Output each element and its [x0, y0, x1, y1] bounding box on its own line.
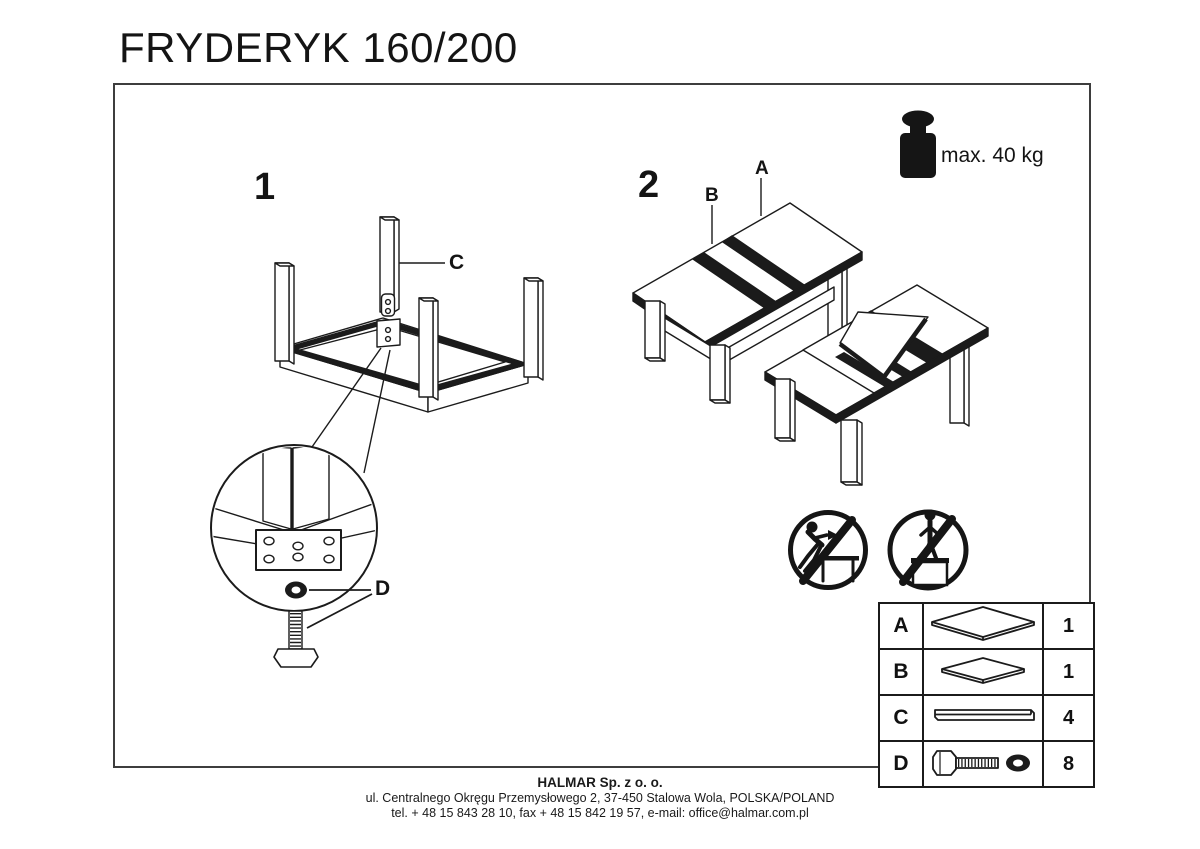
table-row: C 4 [878, 694, 1095, 742]
table-row: B 1 [878, 648, 1095, 696]
part-letter: B [878, 648, 924, 696]
part-qty: 1 [1042, 648, 1095, 696]
table-row: A 1 [878, 602, 1095, 650]
part-a-panel-icon [922, 602, 1044, 650]
step1-number: 1 [254, 166, 276, 208]
footer-company: HALMAR Sp. z o. o. [537, 775, 663, 790]
part-c-leg-icon [922, 694, 1044, 742]
part-letter: D [878, 740, 924, 788]
part-letter: C [878, 694, 924, 742]
label-part-c: C [449, 251, 465, 274]
part-d-bolt-washer-icon [922, 740, 1044, 788]
weight-icon [900, 110, 936, 178]
table-row: D 8 [878, 740, 1095, 788]
part-b-leaf-icon [922, 648, 1044, 696]
parts-list-table: A 1 B [878, 602, 1095, 788]
part-letter: A [878, 602, 924, 650]
max-weight-label: max. 40 kg [941, 144, 1044, 167]
step1-upside-down-table-drawing [274, 216, 544, 474]
page-title: FRYDERYK 160/200 [119, 24, 518, 71]
part-qty: 8 [1042, 740, 1095, 788]
step2-folding-leaf-table-drawing [764, 284, 989, 486]
footer-address: ul. Centralnego Okręgu Przemysłowego 2, … [365, 791, 835, 805]
part-qty: 4 [1042, 694, 1095, 742]
part-qty: 1 [1042, 602, 1095, 650]
label-part-b: B [705, 185, 719, 206]
bolt-drawing [273, 610, 319, 668]
label-part-d: D [375, 577, 391, 600]
corner-detail-callout-drawing [210, 444, 378, 668]
no-climbing-on-table-icon [788, 510, 868, 590]
no-standing-on-table-icon [887, 509, 969, 591]
step2-number: 2 [638, 164, 660, 206]
footer-contact: tel. + 48 15 843 28 10, fax + 48 15 842 … [391, 806, 809, 820]
label-part-a: A [755, 158, 769, 179]
diagram-frame [113, 83, 1091, 768]
